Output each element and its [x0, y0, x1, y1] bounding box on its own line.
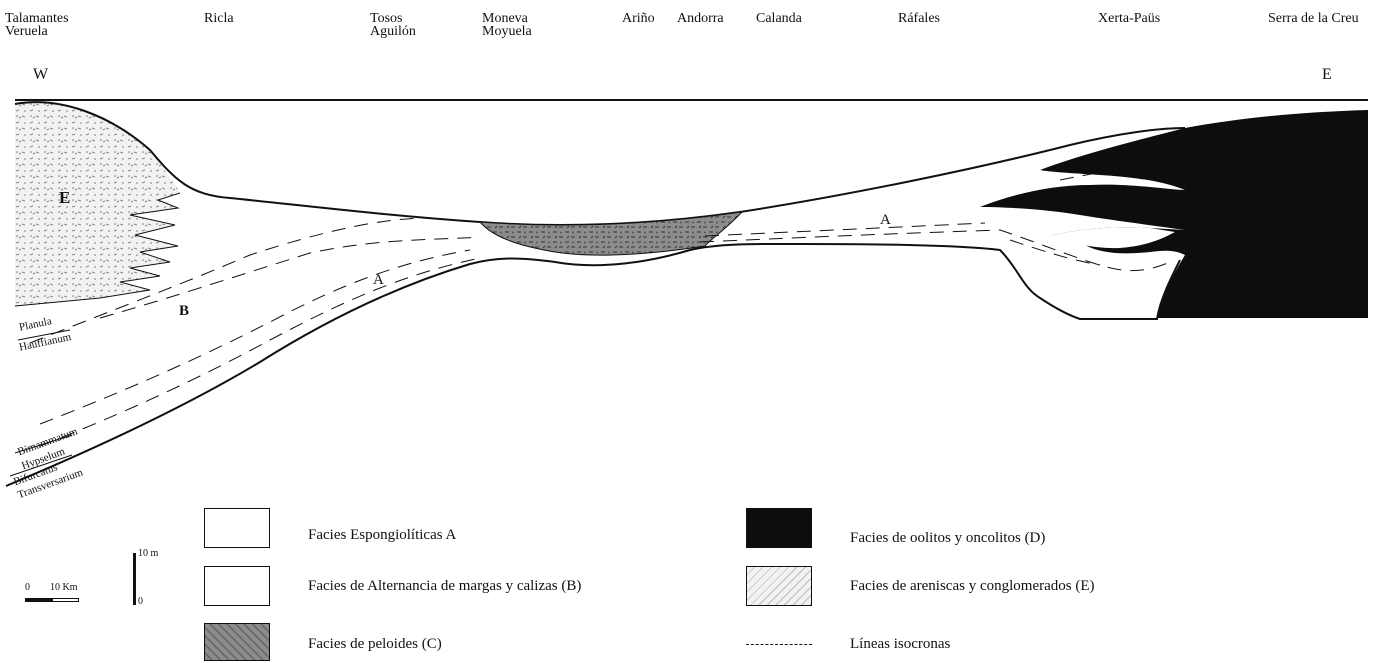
legend-label-isochron: Líneas isocronas [850, 636, 950, 653]
scale-vertical-bar [133, 553, 136, 605]
legend-swatch-a [204, 508, 270, 548]
scale-bar-light [52, 598, 79, 602]
legend-label-c: Facies de peloides (C) [308, 636, 442, 653]
base-surface [6, 244, 1180, 486]
facies-d-shoal [980, 110, 1368, 318]
label-b: B [179, 303, 189, 320]
legend-swatch-c [204, 623, 270, 661]
legend-swatch-isochron [746, 644, 812, 645]
legend-label-a: Facies Espongiolíticas A [308, 527, 456, 544]
scale-bar-dark [25, 598, 52, 602]
scale-zero: 0 [25, 582, 30, 593]
legend-swatch-d [746, 508, 812, 548]
legend-label-b: Facies de Alternancia de margas y caliza… [308, 578, 581, 595]
label-a-right: A [880, 212, 891, 229]
legend-label-e: Facies de areniscas y conglomerados (E) [850, 578, 1095, 595]
facies-c-body [480, 212, 742, 255]
scale-distance: 10 Km [50, 582, 78, 593]
legend-swatch-b [204, 566, 270, 606]
scale-thickness-top: 10 m [138, 548, 158, 559]
facies-e-body [15, 102, 180, 306]
label-e: E [59, 188, 70, 208]
legend-swatch-e [746, 566, 812, 606]
label-a-left: A [373, 272, 384, 289]
scale-thickness-zero: 0 [138, 596, 143, 607]
legend-label-d: Facies de oolitos y oncolitos (D) [850, 530, 1045, 547]
